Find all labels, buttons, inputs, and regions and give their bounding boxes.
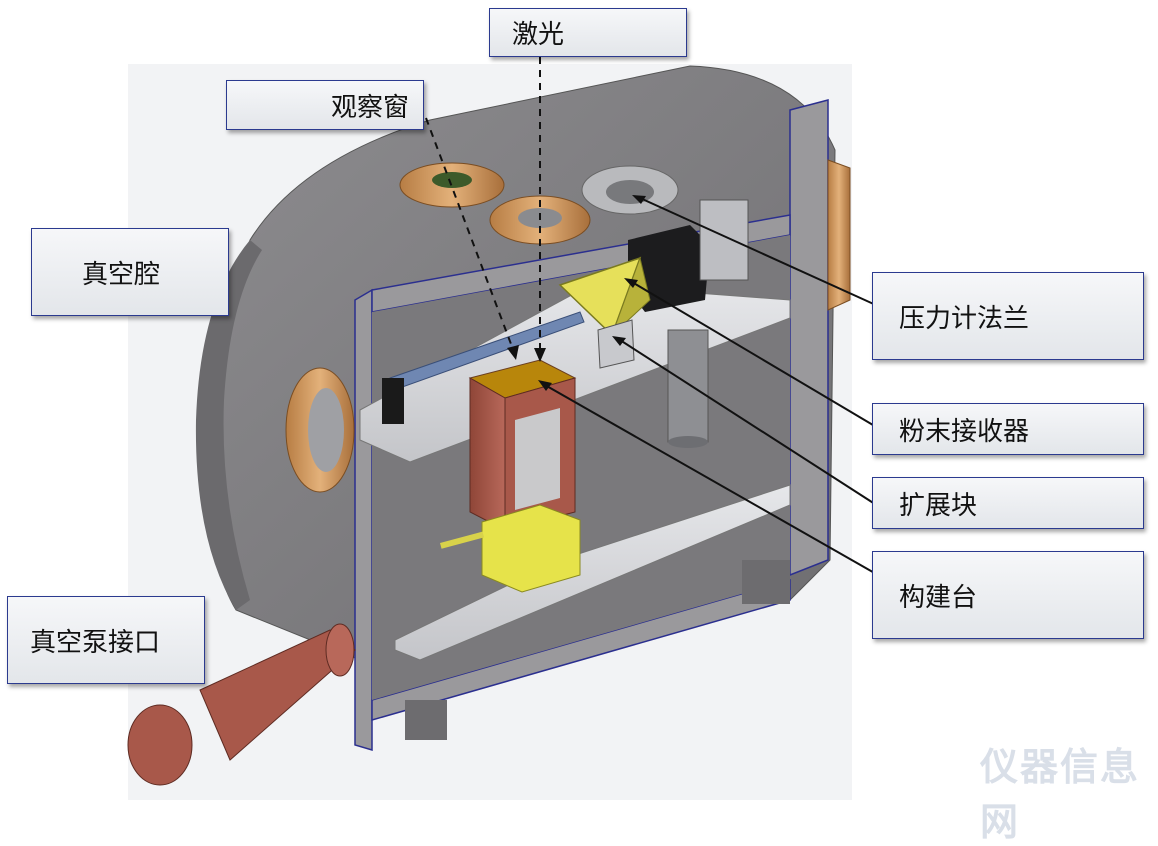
label-expansion-block-text: 扩展块	[899, 490, 978, 521]
powder-receiver-side	[611, 256, 651, 336]
label-build-platform-text: 构建台	[899, 582, 978, 613]
label-viewing-window-text: 观察窗	[330, 92, 409, 123]
chamber-end-cap	[195, 240, 262, 610]
right-wall-section	[789, 99, 829, 577]
pump-inner-flange	[325, 623, 355, 677]
label-build-platform: 构建台	[872, 551, 1144, 639]
watermark-text: 仪器信息网	[980, 745, 1141, 844]
label-laser: 激光	[489, 8, 687, 57]
powder-leader	[631, 281, 879, 429]
viewing-window-glass	[432, 172, 472, 188]
platform-leader	[544, 384, 879, 576]
motor-block	[628, 225, 710, 312]
lift-stage-rod	[440, 531, 485, 549]
motor-housing	[699, 199, 749, 281]
expansion-block-shape	[597, 319, 635, 369]
chamber-foot-left	[405, 700, 447, 740]
label-powder-receiver-text: 粉末接收器	[899, 416, 1030, 447]
window-leader	[425, 117, 515, 353]
lift-stage	[481, 504, 581, 593]
gauge-arrowhead	[632, 195, 646, 204]
label-laser-text: 激光	[512, 20, 565, 50]
label-vacuum-pump-port-text: 真空泵接口	[30, 627, 161, 658]
expand-arrowhead	[612, 336, 626, 346]
watermark-logo: 仪器信息网	[980, 736, 1158, 846]
leader-lines	[425, 57, 879, 576]
label-expansion-block: 扩展块	[872, 477, 1144, 529]
build-column-left	[469, 377, 506, 531]
label-viewing-window: 观察窗	[226, 80, 424, 130]
build-column-window	[515, 408, 560, 510]
diagram-stage	[127, 57, 879, 800]
label-vacuum-chamber: 真空腔	[31, 228, 229, 316]
pump-pipe	[199, 629, 356, 761]
vacuum-chamber-diagram	[127, 57, 879, 800]
label-vacuum-chamber-text: 真空腔	[82, 259, 161, 290]
gauge-leader	[639, 197, 879, 307]
support-cylinder	[667, 329, 709, 443]
label-vacuum-pump-port: 真空泵接口	[7, 596, 205, 684]
label-powder-receiver: 粉末接收器	[872, 403, 1144, 455]
pump-flange	[127, 704, 193, 786]
laser-arrowhead	[534, 348, 546, 362]
platform-arrowhead	[538, 380, 552, 391]
powder-arrowhead	[624, 278, 638, 288]
label-pressure-gauge-flange-text: 压力计法兰	[899, 303, 1030, 334]
chamber-foot-right	[742, 560, 790, 604]
left-side-port	[308, 388, 344, 472]
rail-mount-block	[382, 378, 404, 424]
window-arrowhead	[507, 345, 519, 360]
right-side-flange	[827, 159, 851, 311]
expand-leader	[619, 339, 879, 507]
label-pressure-gauge-flange: 压力计法兰	[872, 272, 1144, 360]
left-wall-section	[354, 288, 373, 752]
support-cylinder-base	[668, 436, 708, 448]
